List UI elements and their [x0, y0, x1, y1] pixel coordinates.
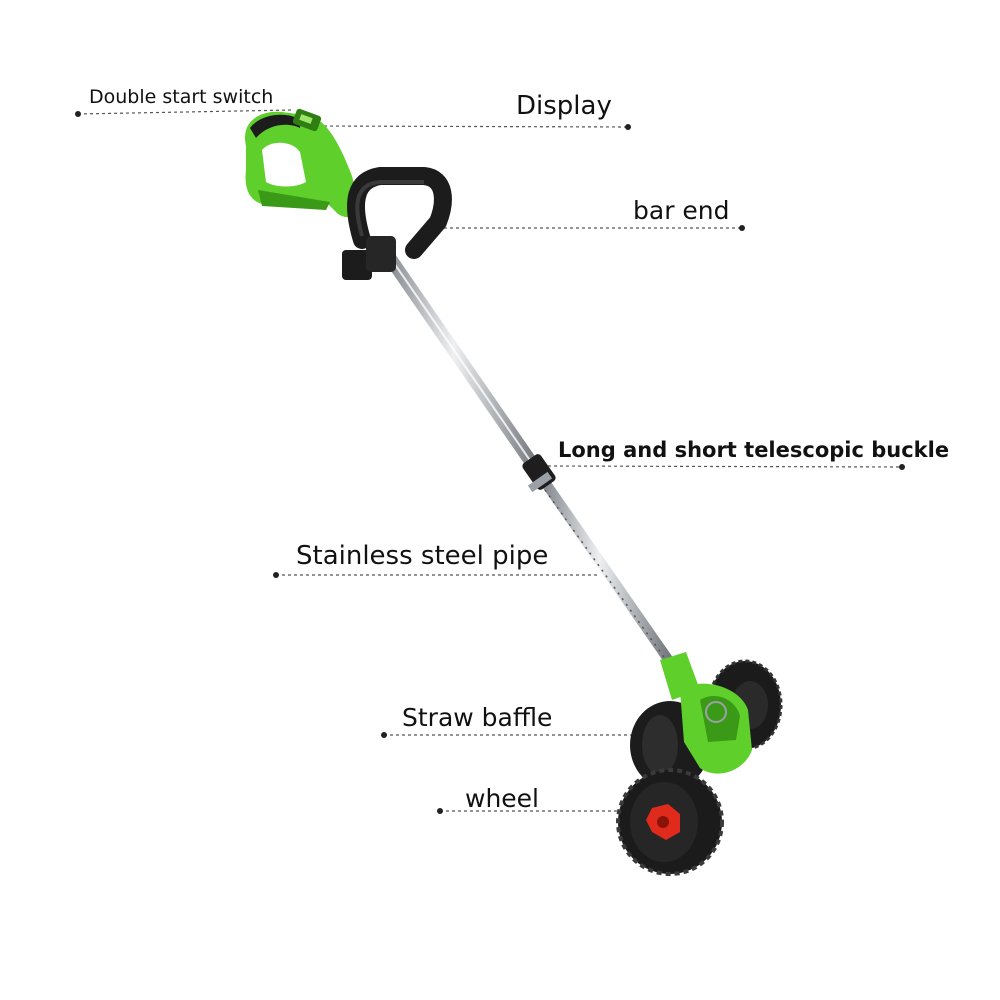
dot-display — [625, 124, 631, 130]
leader-switch — [77, 109, 293, 115]
label-bar-end: bar end — [633, 196, 730, 225]
label-wheel: wheel — [465, 784, 539, 813]
dot-pipe — [273, 572, 279, 578]
leader-dots — [75, 111, 905, 814]
label-stainless-steel-pipe: Stainless steel pipe — [296, 541, 549, 571]
motor-body — [244, 108, 359, 218]
leader-lines — [77, 109, 903, 812]
label-double-start-switch: Double start switch — [89, 86, 274, 108]
label-straw-baffle: Straw baffle — [402, 703, 553, 732]
label-display: Display — [516, 91, 612, 121]
front-wheel — [616, 768, 724, 876]
trimmer-head — [630, 652, 752, 789]
leader-display — [317, 125, 629, 128]
bar-end-handle — [342, 167, 452, 280]
dot-switch — [75, 111, 81, 117]
dot-baffle — [381, 732, 387, 738]
dot-buckle — [899, 464, 905, 470]
dot-bar-end — [739, 225, 745, 231]
label-telescopic-buckle: Long and short telescopic buckle — [558, 438, 950, 462]
leader-buckle — [547, 465, 903, 468]
dot-wheel — [437, 808, 443, 814]
telescopic-buckle — [522, 454, 556, 493]
stainless-steel-pipe — [376, 241, 677, 670]
